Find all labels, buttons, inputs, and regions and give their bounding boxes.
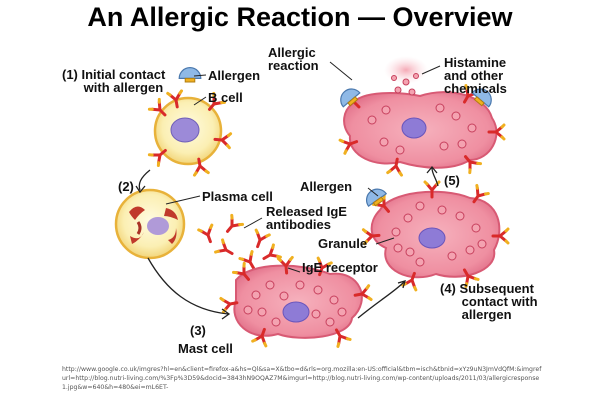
label-b-cell: B cell [208, 90, 243, 105]
label-plasma-cell: Plasma cell [202, 189, 273, 204]
label-allergic-reaction: Allergic reaction [268, 45, 319, 73]
label-leader-lines [165, 61, 441, 273]
label-step2: (2) [118, 179, 134, 194]
mast-cell-granules [243, 280, 347, 327]
label-granule: Granule [318, 236, 368, 251]
label-step3: (3) [190, 323, 206, 338]
b-cell [153, 96, 223, 166]
allergen-icon [178, 66, 202, 83]
label-allergen-top: Allergen [208, 68, 261, 83]
label-step4-subsequent-contact: (4) Subsequent contact with allergen [440, 281, 538, 322]
image-source-url: http://www.google.co.uk/imgres?hl=en&cli… [62, 366, 542, 391]
mast-cell-sensitized [233, 264, 363, 339]
label-allergen-mid: Allergen [300, 179, 353, 194]
label-mast-cell: Mast cell [178, 341, 233, 356]
cycle-arrows [135, 165, 439, 320]
released-granules [367, 73, 477, 155]
label-step1-initial-contact: (1) Initial contact with allergen [62, 67, 166, 95]
diagram-title: An Allergic Reaction — Overview [87, 2, 513, 32]
granules [391, 201, 487, 267]
label-histamine: Histamine and other chemicals [444, 55, 507, 96]
label-released-ige: Released IgE antibodies [266, 204, 347, 232]
plasma-cell [114, 188, 186, 260]
label-ige-receptor: IgE receptor [302, 260, 378, 275]
label-step5: (5) [444, 173, 460, 188]
mast-cell-subsequent-contact [370, 190, 501, 279]
